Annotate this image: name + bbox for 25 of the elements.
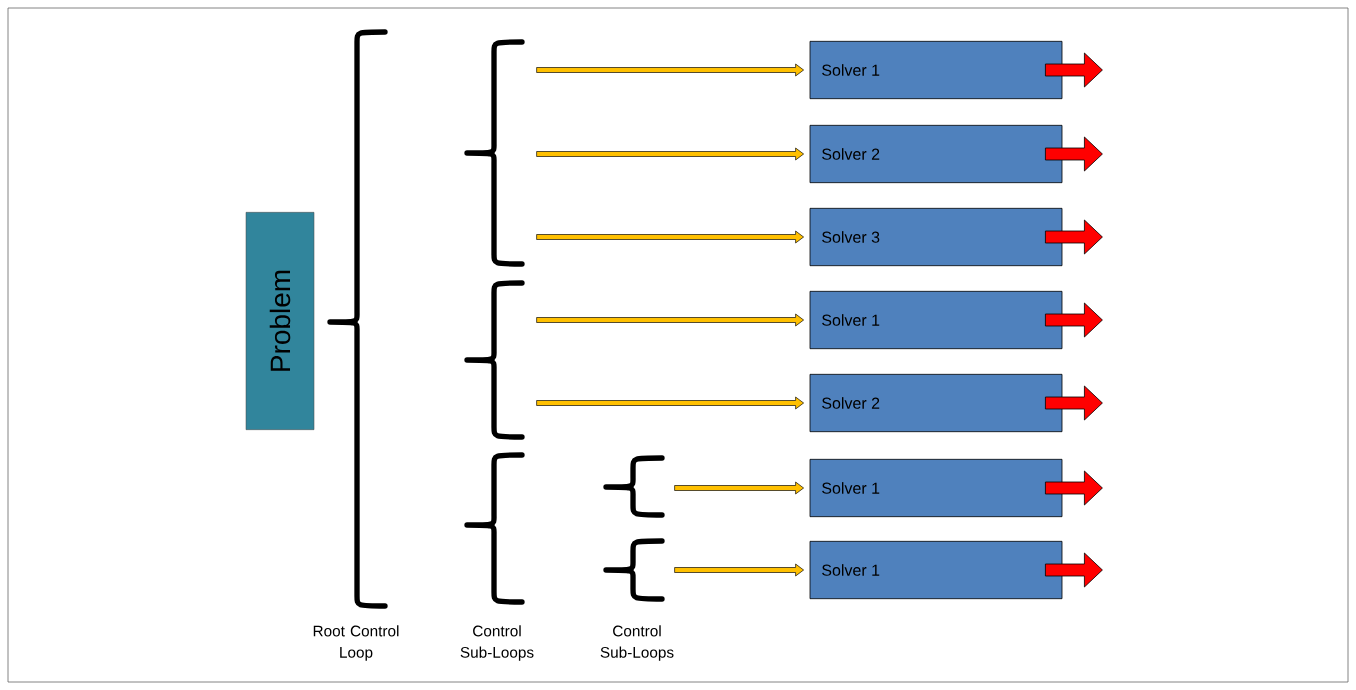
arrow bbox=[674, 481, 804, 495]
axis-label: Control Sub-Loops bbox=[600, 625, 674, 661]
arrow bbox=[536, 63, 804, 77]
solver-box: Solver 1 bbox=[809, 458, 1063, 518]
solver-box: Solver 1 bbox=[809, 290, 1063, 350]
block-arrow bbox=[1045, 385, 1103, 421]
axis-label: Root Control Loop bbox=[313, 625, 399, 661]
axis-label: Control Sub-Loops bbox=[460, 625, 534, 661]
arrow bbox=[536, 147, 804, 161]
problem-box: Problem bbox=[245, 212, 315, 430]
block-arrow bbox=[1045, 552, 1103, 588]
block-arrow bbox=[1045, 470, 1103, 506]
solver-box: Solver 1 bbox=[809, 540, 1063, 600]
arrow bbox=[536, 230, 804, 244]
block-arrow bbox=[1045, 302, 1103, 338]
block-arrow bbox=[1045, 136, 1103, 172]
solver-box: Solver 3 bbox=[809, 207, 1063, 267]
arrow bbox=[536, 396, 804, 410]
block-arrow bbox=[1045, 52, 1103, 88]
arrow bbox=[674, 563, 804, 577]
solver-box: Solver 1 bbox=[809, 40, 1063, 100]
solver-box: Solver 2 bbox=[809, 373, 1063, 433]
solver-box: Solver 2 bbox=[809, 124, 1063, 184]
arrow bbox=[536, 313, 804, 327]
block-arrow bbox=[1045, 219, 1103, 255]
